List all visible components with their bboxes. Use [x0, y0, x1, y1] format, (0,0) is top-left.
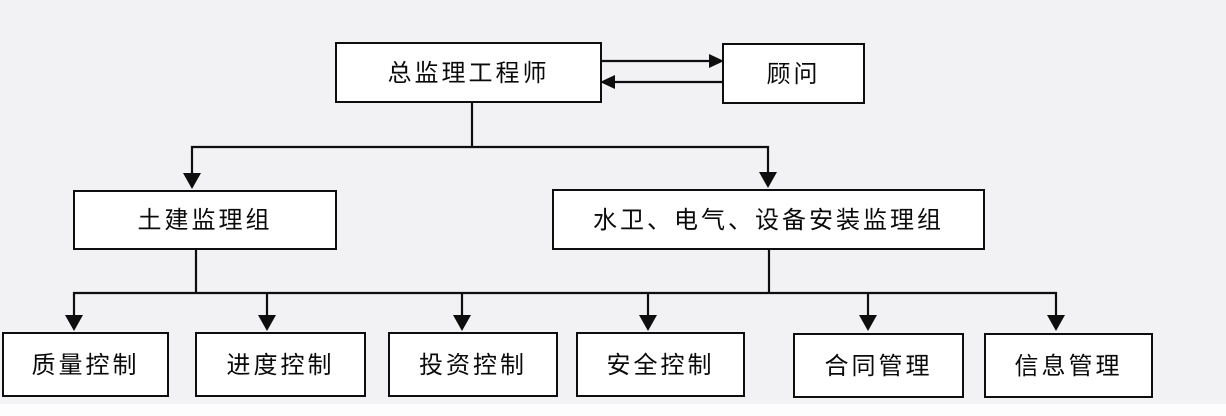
node-quality-control: 质量控制: [2, 332, 169, 397]
node-label: 质量控制: [31, 350, 140, 379]
bottom-margin-strip: [0, 404, 1226, 416]
node-label: 合同管理: [824, 351, 933, 380]
arrowhead-down-icon: [759, 172, 777, 188]
node-label: 水卫、电气、设备安装监理组: [593, 205, 944, 234]
arrowhead-down-icon: [639, 315, 657, 331]
arrowhead-down-icon: [183, 173, 201, 189]
node-safety-control: 安全控制: [576, 332, 745, 397]
node-chief-supervision-engineer: 总监理工程师: [335, 42, 602, 103]
arrowhead-down-icon: [65, 315, 83, 331]
node-label: 投资控制: [419, 350, 527, 379]
arrowhead-right-icon: [709, 54, 724, 68]
node-label: 顾问: [766, 59, 821, 88]
node-label: 安全控制: [606, 350, 715, 379]
arrowhead-left-icon: [600, 75, 615, 89]
node-information-management: 信息管理: [984, 333, 1153, 398]
node-label: 信息管理: [1014, 351, 1123, 380]
node-label: 总监理工程师: [387, 58, 550, 87]
node-consultant: 顾问: [722, 43, 865, 104]
node-mep-installation-supervision-group: 水卫、电气、设备安装监理组: [552, 189, 985, 250]
arrowhead-down-icon: [453, 315, 471, 331]
node-label: 土建监理组: [137, 206, 273, 234]
arrowhead-down-icon: [1047, 315, 1065, 331]
arrowhead-down-icon: [859, 315, 877, 331]
node-progress-control: 进度控制: [195, 332, 366, 397]
node-label: 进度控制: [226, 350, 335, 379]
node-civil-supervision-group: 土建监理组: [73, 190, 337, 250]
node-contract-management: 合同管理: [793, 333, 964, 398]
node-investment-control: 投资控制: [388, 332, 558, 397]
arrowhead-down-icon: [258, 315, 276, 331]
